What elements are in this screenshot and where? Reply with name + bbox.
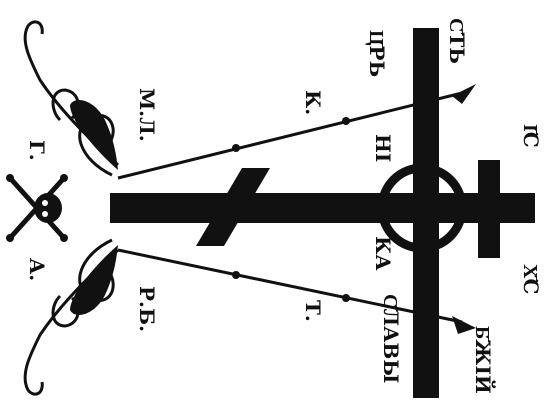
label-ic: І҃С (519, 124, 543, 148)
label-bzhij: Б҃ЖІЙ (471, 326, 497, 394)
label-xc: Х҃С (519, 264, 543, 294)
cross-long-crossbar (413, 28, 439, 398)
label-tsr: Ц҃РЬ (365, 30, 389, 77)
label-k: К. (301, 90, 325, 115)
label-ni: НІ (371, 134, 395, 162)
label-svt: С҃ТЬ (445, 18, 469, 64)
cross-titulus-bar (478, 160, 500, 258)
label-rb: Р.Б. (135, 286, 159, 332)
label-t: Т. (301, 300, 325, 322)
label-d: А. (25, 258, 49, 281)
label-ml: М.Л. (135, 88, 159, 142)
label-ka: КА (371, 236, 395, 271)
golgotha-left-fill (70, 100, 118, 170)
skull-and-crossbones-icon (6, 174, 68, 242)
label-g: Г. (25, 140, 49, 161)
golgotha-right-fill (70, 245, 118, 315)
cross-main-beam (110, 193, 535, 223)
label-slavy: С҃ЛАВЫ (379, 294, 403, 383)
